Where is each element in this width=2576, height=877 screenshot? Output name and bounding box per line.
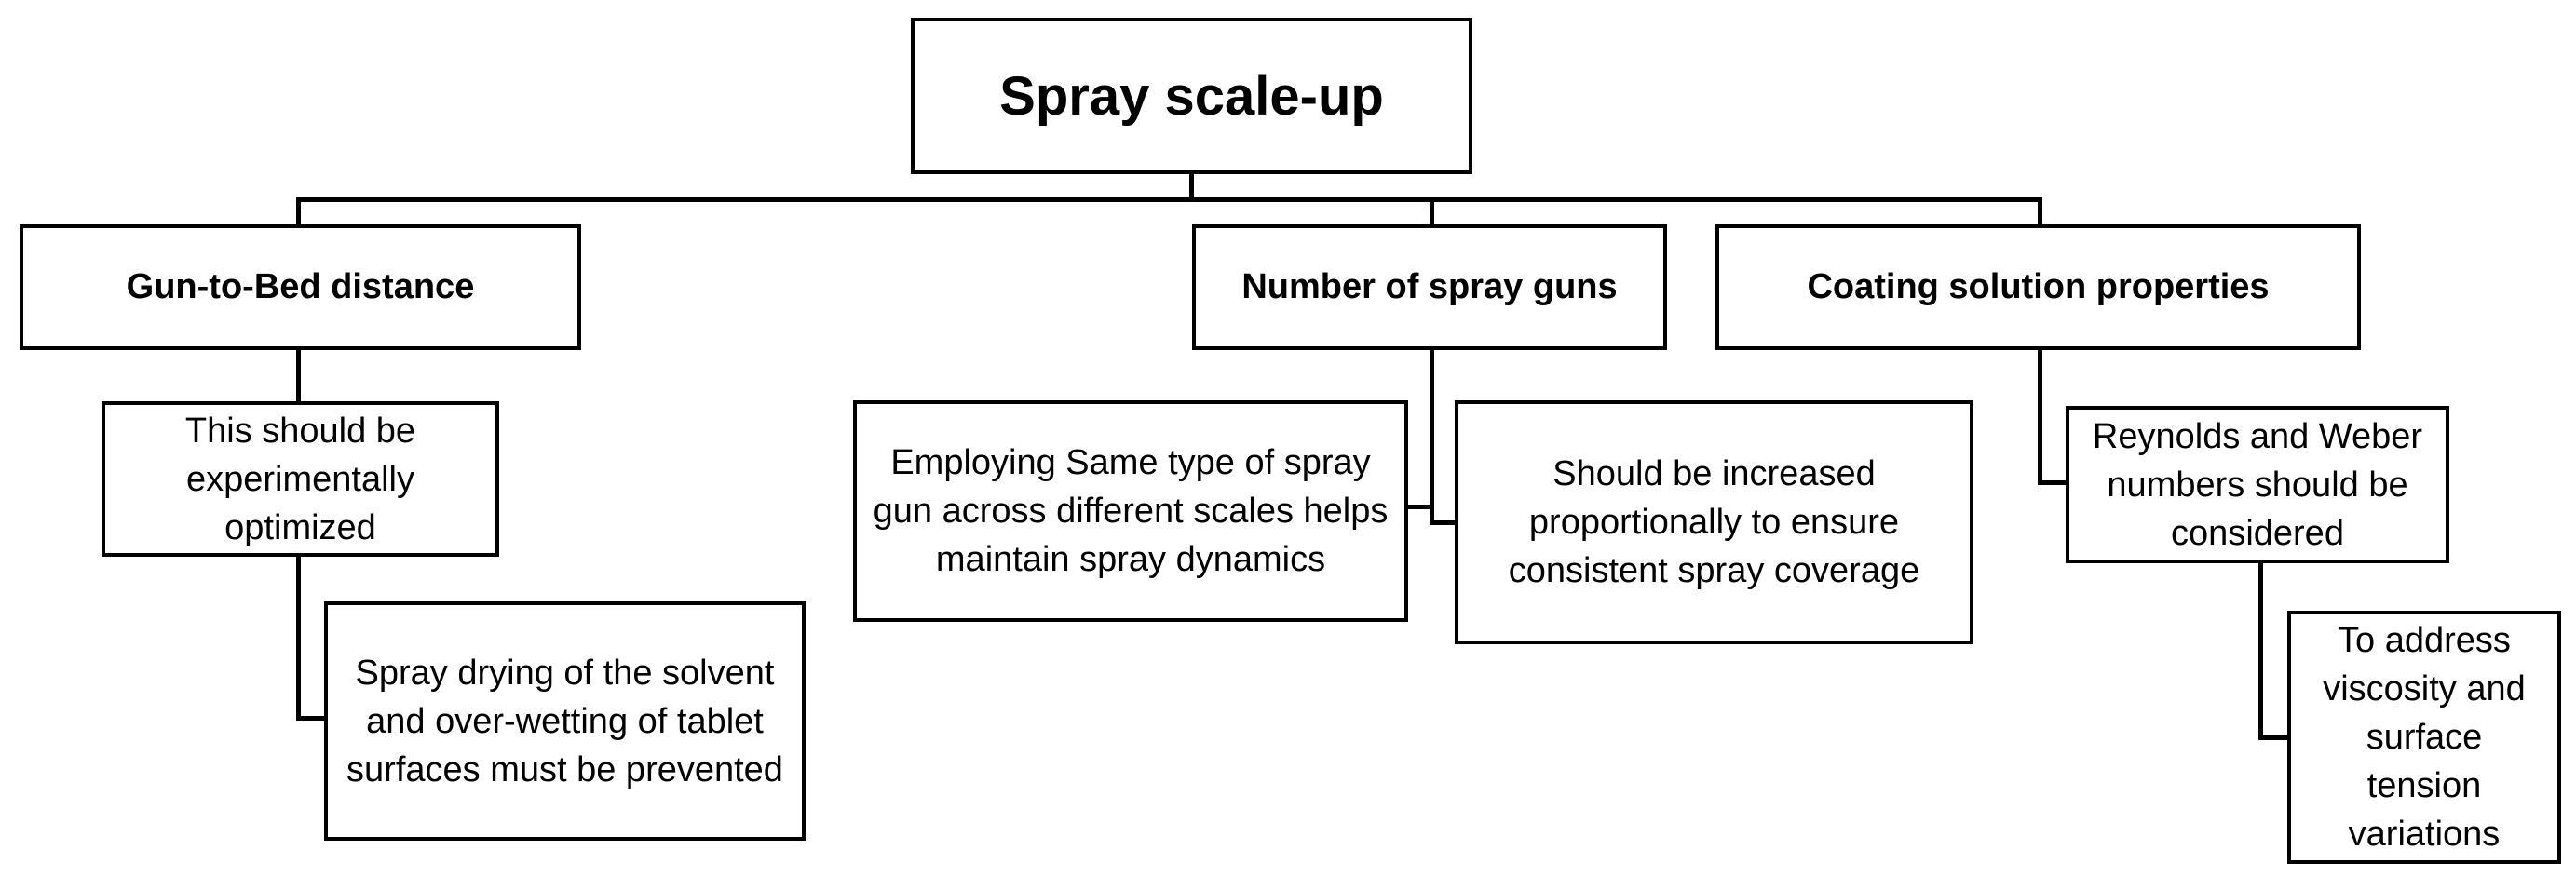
note-experimentally-optimized: This should be experimentally optimized <box>102 401 499 557</box>
connector-note1-stem <box>296 555 301 721</box>
connector-coating-stem <box>2038 348 2042 485</box>
connector-root-stem <box>1189 172 1194 200</box>
note-spray-drying-prevented-text: Spray drying of the solvent and over-wet… <box>346 653 783 789</box>
connector-spray-guns-stem <box>1430 348 1434 525</box>
note-experimentally-optimized-text: This should be experimentally optimized <box>184 411 416 547</box>
branch-number-of-spray-guns-label: Number of spray guns <box>1241 267 1618 306</box>
root-node-label: Spray scale-up <box>999 65 1384 127</box>
connector-gun-to-bed-note1 <box>296 348 301 404</box>
connector-coating-elbow <box>2038 480 2068 485</box>
connector-top-bus <box>296 197 2041 202</box>
note-viscosity-surface-tension-text: To address viscosity and surface tension… <box>2323 621 2526 854</box>
note-increase-proportionally: Should be increased proportionally to en… <box>1455 400 1973 644</box>
note-same-spray-gun-type: Employing Same type of spray gun across … <box>853 400 1408 622</box>
note-increase-proportionally-text: Should be increased proportionally to en… <box>1508 454 1920 590</box>
branch-gun-to-bed-distance: Gun-to-Bed distance <box>20 224 581 350</box>
connector-reynolds-stem <box>2258 561 2263 740</box>
connector-spray-guns-left <box>1406 505 1434 509</box>
branch-number-of-spray-guns: Number of spray guns <box>1192 224 1667 350</box>
connector-spray-guns-right <box>1430 520 1457 525</box>
connector-drop-coating <box>2038 197 2042 225</box>
connector-note1-elbow <box>296 716 326 721</box>
branch-coating-solution-properties-label: Coating solution properties <box>1807 267 2270 306</box>
branch-gun-to-bed-distance-label: Gun-to-Bed distance <box>126 267 475 306</box>
note-same-spray-gun-type-text: Employing Same type of spray gun across … <box>873 443 1389 579</box>
note-spray-drying-prevented: Spray drying of the solvent and over-wet… <box>324 601 806 841</box>
connector-drop-gun-to-bed <box>296 197 301 225</box>
branch-coating-solution-properties: Coating solution properties <box>1715 224 2361 350</box>
root-node: Spray scale-up <box>911 18 1472 174</box>
note-viscosity-surface-tension: To address viscosity and surface tension… <box>2287 611 2561 864</box>
connector-reynolds-elbow <box>2258 735 2289 740</box>
note-reynolds-weber: Reynolds and Weber numbers should be con… <box>2066 406 2449 563</box>
connector-drop-spray-guns <box>1430 197 1434 225</box>
note-reynolds-weber-text: Reynolds and Weber numbers should be con… <box>2092 416 2423 553</box>
